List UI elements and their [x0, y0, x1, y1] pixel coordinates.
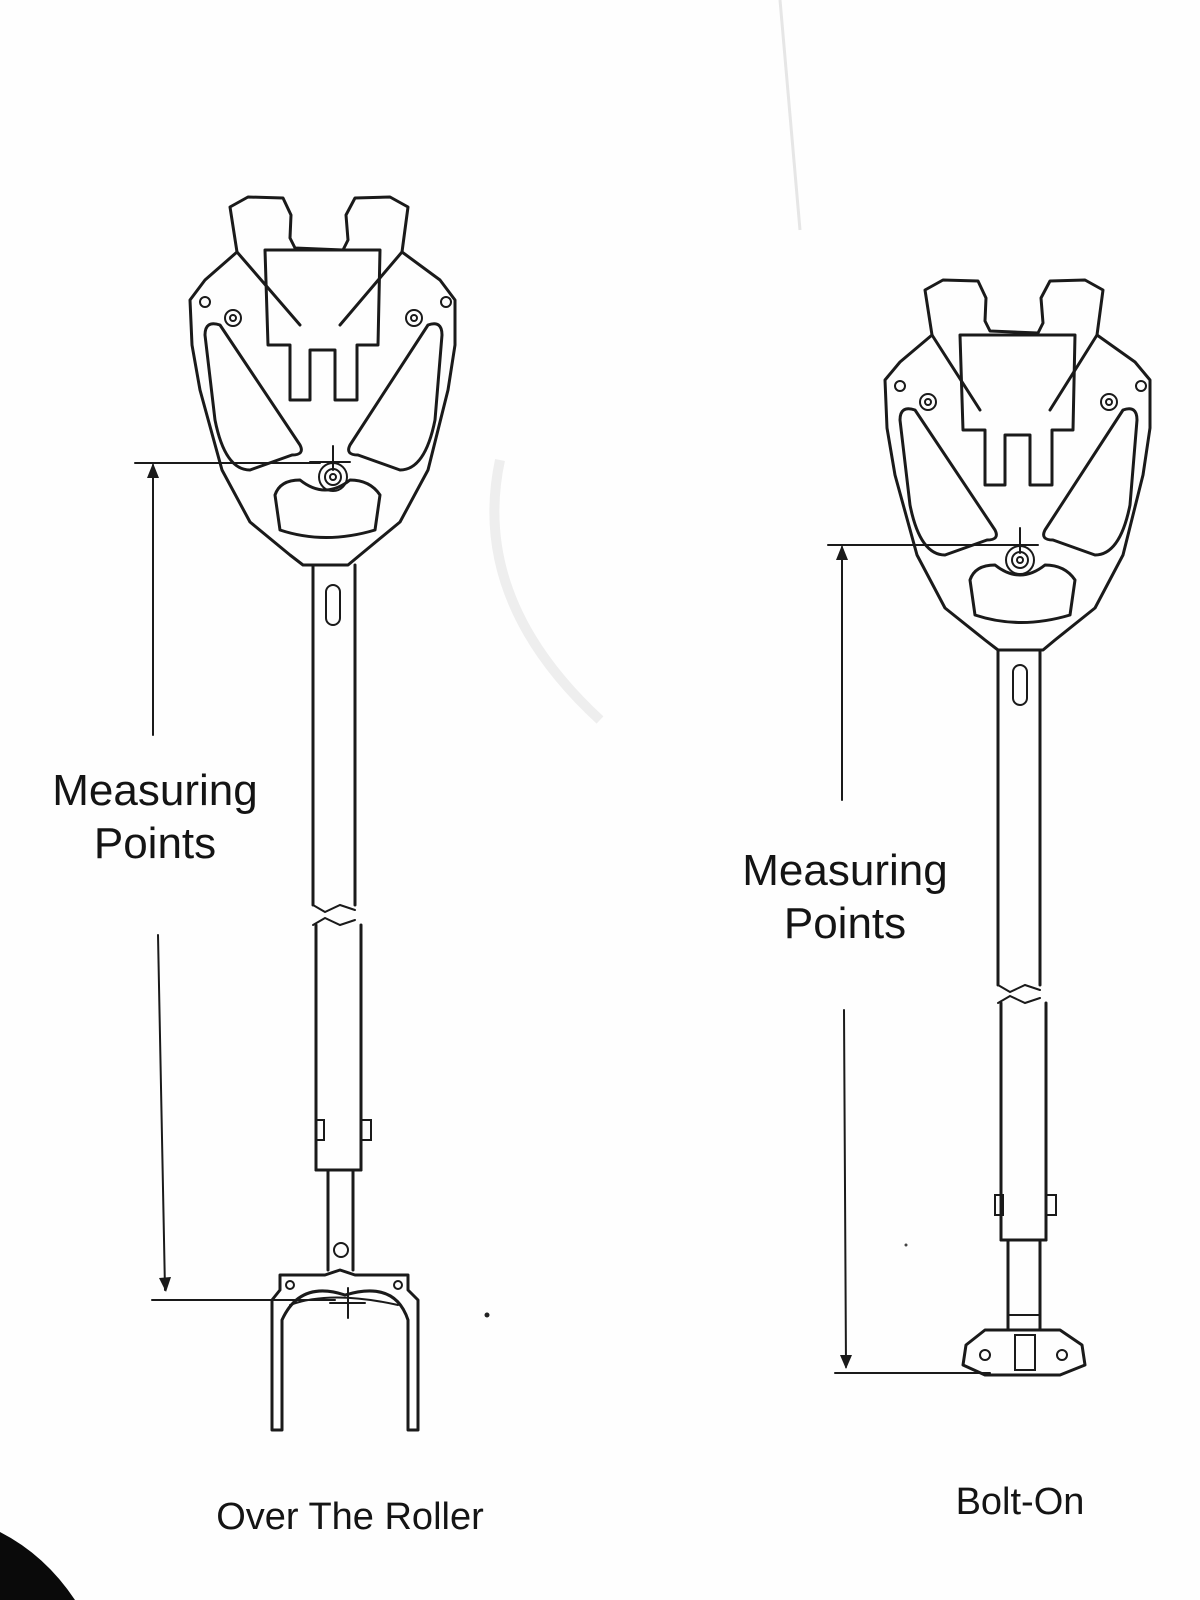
- right-lower-tube: [994, 1001, 1057, 1332]
- left-measuring-points-label: Measuring Points: [25, 765, 285, 871]
- left-measurement-arrows: [134, 462, 336, 1301]
- left-yoke-head: [188, 195, 457, 567]
- left-label-line1: Measuring: [52, 766, 258, 815]
- speck: [484, 1312, 490, 1318]
- right-caption: Bolt-On: [955, 1481, 1085, 1523]
- over-the-roller-figure: [134, 195, 457, 1432]
- speck: [904, 1243, 908, 1247]
- right-label-line1: Measuring: [742, 846, 948, 895]
- right-bolt-plate: [961, 1328, 1087, 1377]
- corner-shadow: [0, 1532, 75, 1600]
- right-label-line2: Points: [783, 898, 907, 948]
- scan-artifact: [778, 0, 802, 231]
- left-roller-fork: [270, 1268, 420, 1432]
- left-caption: Over The Roller: [216, 1496, 484, 1538]
- right-measurement-arrows: [827, 544, 1011, 1374]
- right-yoke-head: [883, 278, 1152, 652]
- right-upper-tube: [996, 648, 1042, 1005]
- scan-artifact-2: [489, 458, 604, 724]
- left-label-line2: Points: [93, 818, 217, 868]
- left-upper-tube: [311, 563, 357, 927]
- left-lower-tube: [314, 923, 372, 1272]
- right-measuring-points-label: Measuring Points: [715, 845, 975, 951]
- bolt-on-figure: [827, 278, 1152, 1377]
